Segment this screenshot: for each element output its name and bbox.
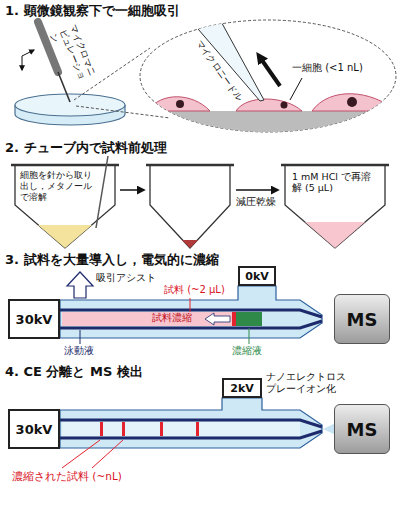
step-arrow xyxy=(236,189,278,191)
leader-line xyxy=(190,298,191,312)
concentrating-solution xyxy=(236,312,262,326)
node-text: 30kV xyxy=(16,312,53,327)
aspiration-arrow xyxy=(259,56,280,86)
power-supply: 2kV xyxy=(222,378,262,398)
mass-spectrometer: MS xyxy=(334,404,390,454)
step-title: 4. CE 分離と MS 検出 xyxy=(5,364,143,380)
node-text: 2kV xyxy=(230,382,253,395)
power-supply: 30kV xyxy=(8,299,60,339)
step-title: 3. 試料を大量導入し，電気的に濃縮 xyxy=(5,252,219,268)
sample-label: 濃縮された試料 (~nL) xyxy=(12,470,122,483)
step-note: 細胞を針から取り出し，メタノールで溶解 xyxy=(20,170,94,202)
mass-spectrometer: MS xyxy=(334,294,390,344)
power-supply: 0kV xyxy=(238,266,276,286)
leader-line xyxy=(290,78,302,100)
step-title: 2. チューブ内で試料前処理 xyxy=(5,140,167,156)
capillary xyxy=(60,310,322,328)
node-text: 30kV xyxy=(16,422,53,437)
leader-line xyxy=(62,440,123,468)
step-arrow xyxy=(120,189,144,191)
step-title: 1. 顕微鏡観察下で一細胞吸引 xyxy=(5,3,180,19)
sample-label: 試料濃縮 xyxy=(152,312,192,324)
step-note: 1 mM HCl で再溶解 (5 μL) xyxy=(292,171,380,194)
sample-label: 試料 (~2 μL) xyxy=(164,284,225,296)
ionization-label: ナノエレクトロスプレーイオン化 xyxy=(266,371,350,395)
step-note: 減圧乾燥 xyxy=(236,196,276,208)
flow-label: 吸引アシスト xyxy=(96,272,156,284)
node-text: MS xyxy=(347,419,378,440)
needle xyxy=(96,156,108,228)
inset-view xyxy=(140,16,400,141)
solution-label: 濃縮液 xyxy=(232,345,262,357)
stacked-zone xyxy=(232,312,236,326)
separated-zones xyxy=(100,422,199,436)
node-text: 0kV xyxy=(245,270,268,283)
capillary xyxy=(60,420,322,438)
sample-plug xyxy=(62,312,232,326)
power-supply: 30kV xyxy=(8,409,60,449)
cell-label: 一細胞 (<1 nL) xyxy=(292,62,363,74)
capillary-bore xyxy=(62,422,300,436)
node-text: MS xyxy=(347,309,378,330)
tubes xyxy=(11,165,389,248)
suction-arrow xyxy=(67,272,93,298)
leader-line xyxy=(80,330,81,344)
leader-line xyxy=(249,328,250,344)
migration-arrow xyxy=(205,313,230,325)
petri-dish xyxy=(15,94,125,125)
buffer-label: 泳動液 xyxy=(64,345,94,357)
